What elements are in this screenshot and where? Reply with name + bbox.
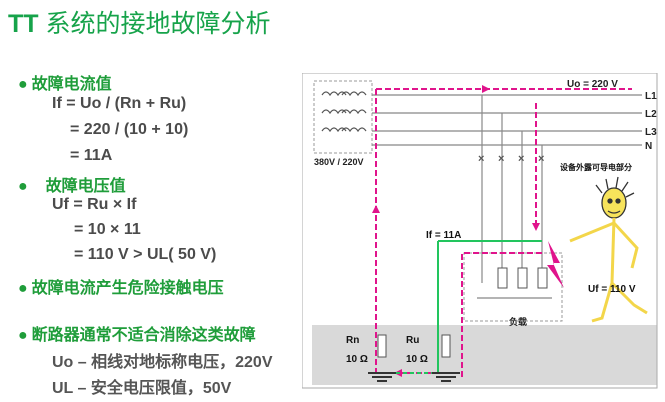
if-label: If = 11A <box>426 230 461 241</box>
title-prefix: TT <box>8 10 39 38</box>
fault-path-equipment <box>461 252 542 377</box>
formula-line: = 10 × 11 <box>74 221 141 238</box>
formula-line: = 220 / (10 + 10) <box>70 121 189 138</box>
bullet-danger: ●故障电流产生危险接触电压 <box>18 274 224 298</box>
ru-label: Ru <box>406 335 419 346</box>
bullet-fault-current: ●故障电流值 <box>18 70 112 94</box>
uf-label: Uf = 110 V <box>588 284 636 295</box>
ground-area <box>312 325 657 385</box>
definition-uo: Uo – 相线对地标称电压，220V <box>52 354 273 371</box>
svg-text:×: × <box>478 153 484 165</box>
tt-system-diagram: 380V / 220V L1 L2 L3 N Uo = 220 V × × × × 负… <box>302 73 658 389</box>
svg-text:×: × <box>498 153 504 165</box>
formula-line: = 11A <box>70 147 113 164</box>
svg-text:×: × <box>518 153 524 165</box>
arrow-up-icon <box>372 205 380 213</box>
bullet-dot: ● <box>18 280 28 297</box>
rn-label: Rn <box>346 335 359 346</box>
formula-line: = 110 V > UL( 50 V) <box>74 246 217 263</box>
phase-label-l2: L2 <box>645 109 657 120</box>
phase-label-l1: L1 <box>645 91 657 102</box>
title-text: 系统的接地故障分析 <box>38 10 271 38</box>
transformer-label: 380V / 220V <box>314 157 364 167</box>
formula-line: Uf = Ru × If <box>52 196 137 213</box>
equipment-enclosure <box>463 252 563 322</box>
uo-label: Uo = 220 V <box>567 79 618 90</box>
ru-electrode <box>432 334 460 382</box>
arrow-down-icon <box>532 223 540 231</box>
arrow-right-icon <box>482 85 490 93</box>
ru-value: 10 Ω <box>406 354 428 365</box>
bullet-text: 断路器通常不适合消除这类故障 <box>31 327 256 344</box>
bullet-dot: ● <box>18 327 28 344</box>
page-title: TT 系统的接地故障分析 <box>8 4 271 40</box>
svg-text:×: × <box>538 153 544 165</box>
load-label: 负载 <box>509 316 527 327</box>
bullet-text: 故障电流产生危险接触电压 <box>31 280 224 297</box>
phase-label-l3: L3 <box>645 127 657 138</box>
bullet-dot: ● <box>18 178 28 195</box>
rn-value: 10 Ω <box>346 354 368 365</box>
transformer-coils <box>321 91 367 133</box>
fault-spark-icon <box>547 241 564 288</box>
load-resistors <box>497 267 548 289</box>
bullet-text: 故障电流值 <box>31 76 112 93</box>
formula-line: If = Uo / (Rn + Ru) <box>52 95 187 112</box>
rn-electrode <box>368 334 396 382</box>
phase-lines <box>372 94 642 146</box>
bullet-fault-voltage: ● 故障电压值 <box>18 172 126 196</box>
definition-ul: UL – 安全电压限值，50V <box>52 380 232 397</box>
bullet-breaker: ●断路器通常不适合消除这类故障 <box>18 321 256 345</box>
bullet-dot: ● <box>18 76 28 93</box>
phase-label-n: N <box>645 141 652 152</box>
person-figure <box>569 176 648 323</box>
breaker-contacts: × × × × <box>478 153 544 165</box>
feeder-drops <box>481 95 543 283</box>
bullet-text: 故障电压值 <box>45 178 126 195</box>
diagram-frame <box>302 73 658 389</box>
exposed-part-label: 设备外露可导电部分 <box>560 162 632 172</box>
